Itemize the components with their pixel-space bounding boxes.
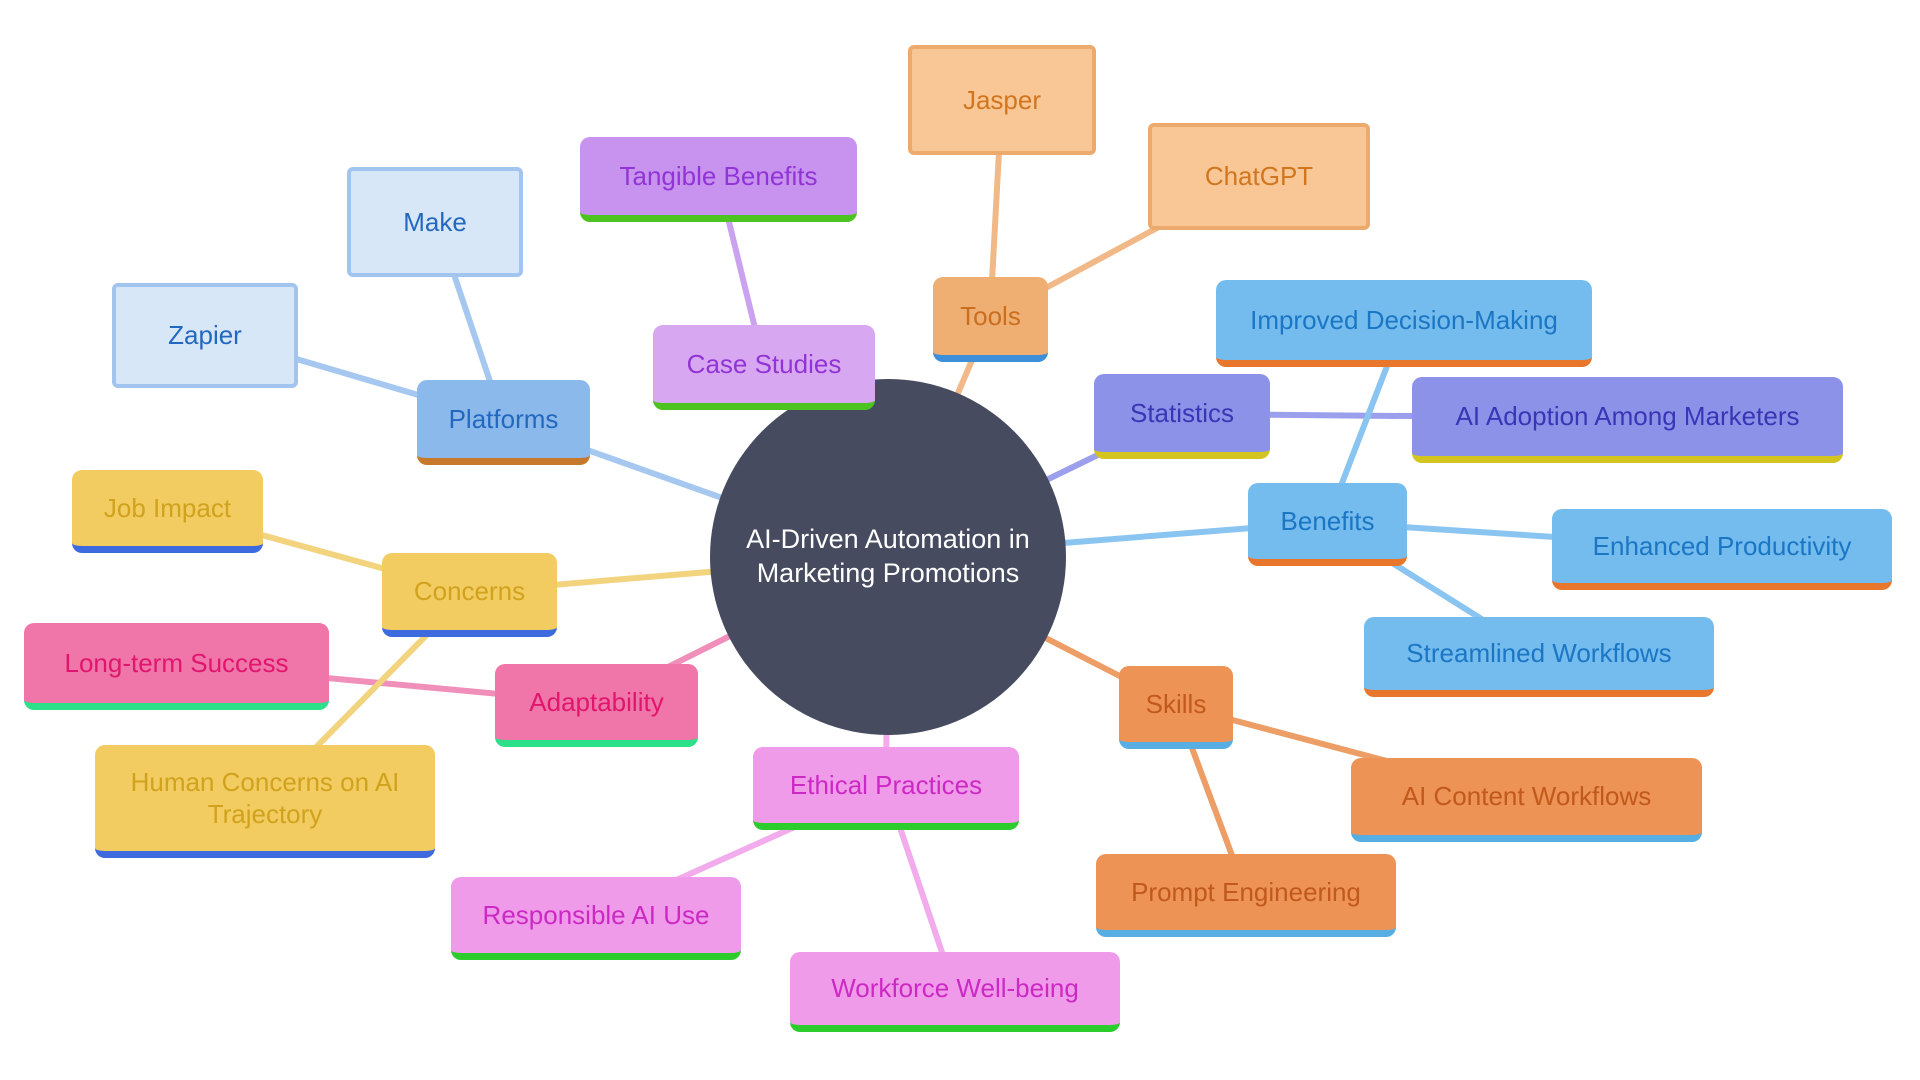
node-job-impact[interactable]: Job Impact [72, 470, 263, 553]
node-prompt-engineering[interactable]: Prompt Engineering [1096, 854, 1396, 937]
node-improved-decision-making[interactable]: Improved Decision-Making [1216, 280, 1592, 367]
node-tangible-benefits[interactable]: Tangible Benefits [580, 137, 857, 222]
node-enhanced-productivity[interactable]: Enhanced Productivity [1552, 509, 1892, 590]
node-statistics[interactable]: Statistics [1094, 374, 1270, 459]
node-ethical-practices[interactable]: Ethical Practices [753, 747, 1019, 830]
node-benefits[interactable]: Benefits [1248, 483, 1407, 566]
node-skills[interactable]: Skills [1119, 666, 1233, 749]
node-ai-adoption[interactable]: AI Adoption Among Marketers [1412, 377, 1843, 463]
node-case-studies[interactable]: Case Studies [653, 325, 875, 410]
node-streamlined-workflows[interactable]: Streamlined Workflows [1364, 617, 1714, 697]
node-make[interactable]: Make [347, 167, 523, 277]
node-tools[interactable]: Tools [933, 277, 1048, 362]
node-zapier[interactable]: Zapier [112, 283, 298, 388]
central-topic-label: AI-Driven Automation in Marketing Promot… [746, 524, 1030, 588]
node-long-term-success[interactable]: Long-term Success [24, 623, 329, 710]
node-jasper[interactable]: Jasper [908, 45, 1096, 155]
central-topic[interactable]: AI-Driven Automation in Marketing Promot… [710, 379, 1066, 735]
node-workforce-wellbeing[interactable]: Workforce Well-being [790, 952, 1120, 1032]
node-human-concerns[interactable]: Human Concerns on AI Trajectory [95, 745, 435, 858]
node-ai-content-workflows[interactable]: AI Content Workflows [1351, 758, 1702, 842]
node-chatgpt[interactable]: ChatGPT [1148, 123, 1370, 230]
node-platforms[interactable]: Platforms [417, 380, 590, 465]
node-concerns[interactable]: Concerns [382, 553, 557, 637]
node-adaptability[interactable]: Adaptability [495, 664, 698, 747]
node-responsible-ai-use[interactable]: Responsible AI Use [451, 877, 741, 960]
